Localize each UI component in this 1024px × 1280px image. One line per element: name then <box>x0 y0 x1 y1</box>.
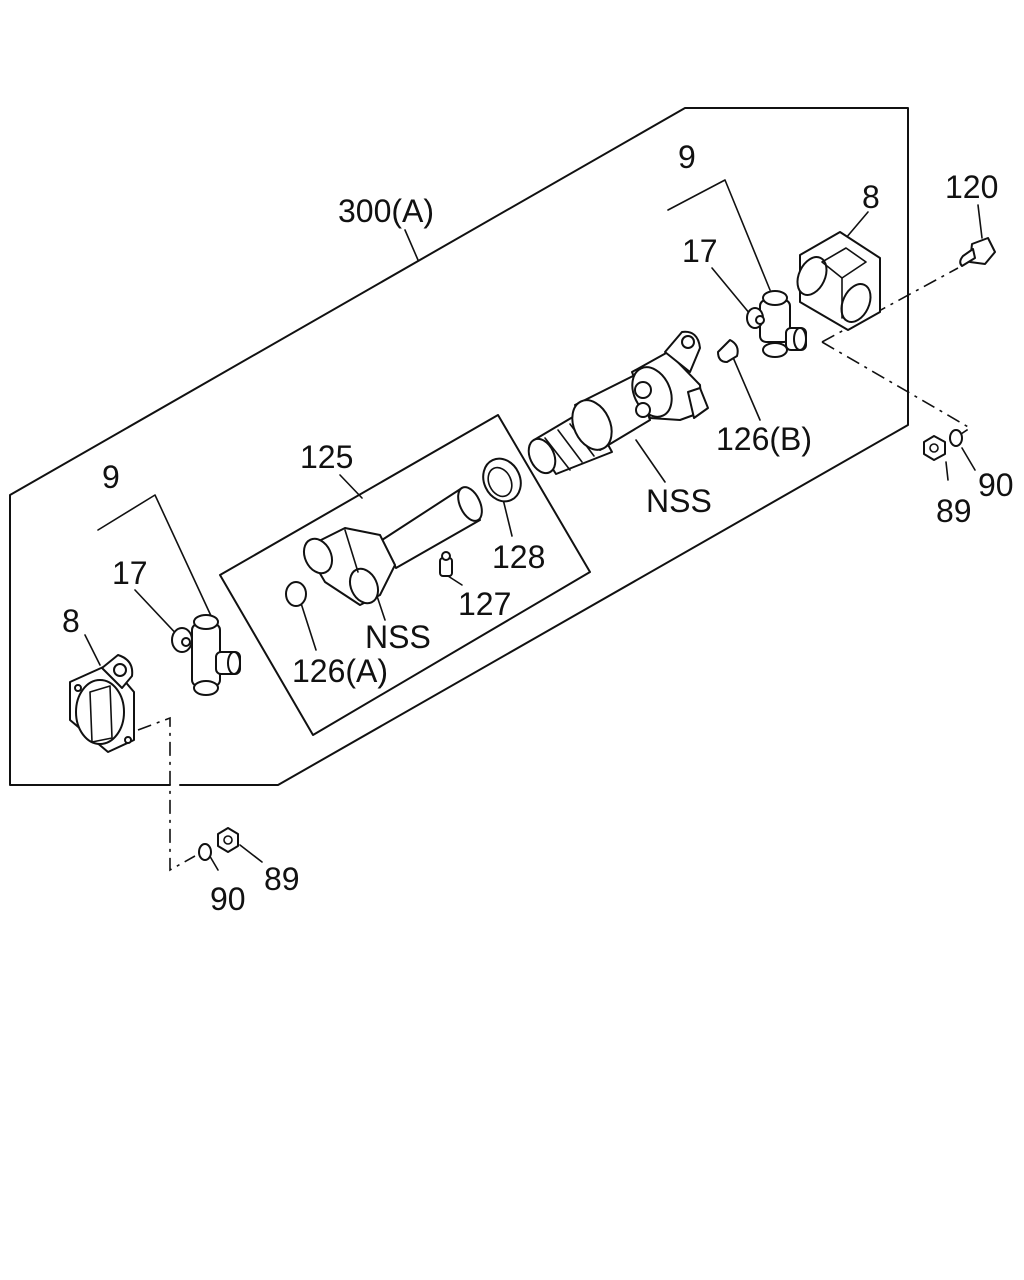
plug-126b <box>717 339 739 363</box>
assembly-300a-boundary <box>9 107 909 786</box>
label-90-right: 90 <box>978 467 1014 503</box>
label-128: 128 <box>492 539 545 575</box>
label-8-left: 8 <box>62 603 80 639</box>
universal-joint-left <box>171 614 241 696</box>
washer-126a <box>285 581 307 607</box>
subassembly-125-boundary <box>219 414 591 736</box>
label-126b: 126(B) <box>716 421 812 457</box>
washer-90-right <box>949 429 963 447</box>
universal-joint-right <box>746 290 807 358</box>
tube-yoke-shaft-125 <box>302 486 483 606</box>
label-nss-upper: NSS <box>646 483 712 519</box>
bracket-9-right <box>667 179 771 291</box>
label-120: 120 <box>945 169 998 205</box>
centerline-right-nut <box>821 341 972 437</box>
nut-89-left <box>217 827 239 853</box>
label-89-right: 89 <box>936 493 972 529</box>
label-89-left: 89 <box>264 861 300 897</box>
label-127: 127 <box>458 586 511 622</box>
grease-nipple-127 <box>439 551 453 577</box>
seal-ring-128 <box>482 457 522 503</box>
nut-89-right <box>923 435 946 461</box>
centerline-bolt <box>821 267 959 343</box>
flange-yoke-right <box>796 231 881 331</box>
label-nss-lower: NSS <box>365 619 431 655</box>
label-90-left: 90 <box>210 881 246 917</box>
label-126a: 126(A) <box>292 653 388 689</box>
washer-90-left <box>198 843 212 861</box>
label-17-left: 17 <box>112 555 148 591</box>
label-125: 125 <box>300 439 353 475</box>
bolt-120 <box>959 237 996 267</box>
slip-yoke-assembly <box>527 330 709 475</box>
flange-yoke-left <box>69 654 135 753</box>
centerline-left-nut <box>137 716 196 872</box>
bracket-9-left <box>97 494 213 619</box>
label-8-right: 8 <box>862 179 880 215</box>
label-17-right: 17 <box>682 233 718 269</box>
label-300a: 300(A) <box>338 193 434 229</box>
label-9-left: 9 <box>102 459 120 495</box>
label-9-right: 9 <box>678 139 696 175</box>
leader-lines <box>84 204 983 871</box>
